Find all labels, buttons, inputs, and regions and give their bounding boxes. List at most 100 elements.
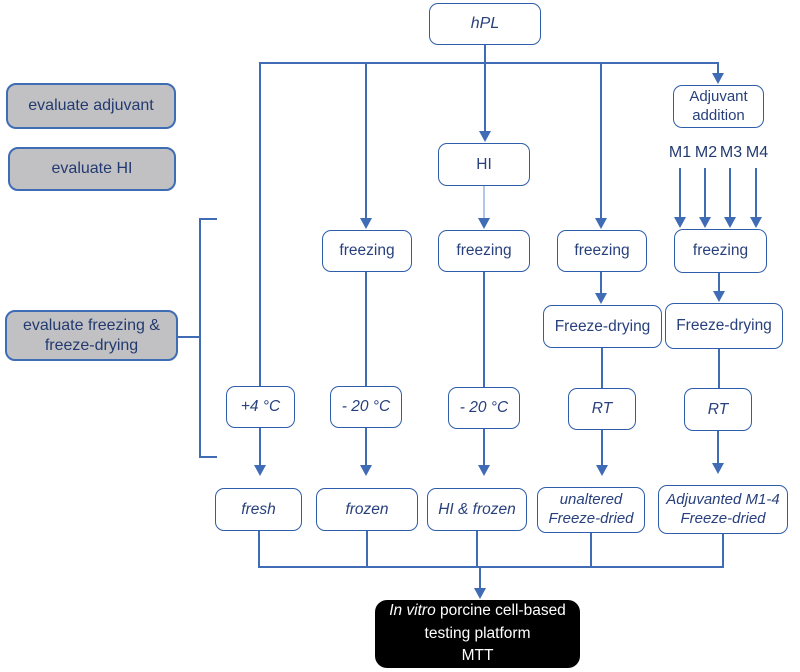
legend-evaluate-adjuvant-label: evaluate adjuvant xyxy=(28,97,154,114)
connector-col1 xyxy=(259,63,261,387)
connector-unaltered-down xyxy=(590,533,592,567)
node-freeze-drying-col5-label: Freeze-drying xyxy=(676,317,772,335)
node-freezing-col2-label: freezing xyxy=(339,242,395,260)
label-m4: M4 xyxy=(745,144,769,161)
connector-col5-to-adjuvant xyxy=(717,63,719,75)
node-temp-plus4: +4 °C xyxy=(226,386,295,428)
legend-evaluate-hi: evaluate HI xyxy=(8,147,176,191)
arrowhead-into-final xyxy=(474,588,486,599)
node-adjuvant-addition-line1: Adjuvant xyxy=(689,87,748,105)
connector-col2-to-freezing xyxy=(365,63,367,219)
bracket-bottom-tick xyxy=(199,456,217,458)
node-result-unaltered: unaltered Freeze-dried xyxy=(537,487,645,533)
legend-evaluate-adjuvant: evaluate adjuvant xyxy=(6,83,176,129)
legend-evaluate-hi-label: evaluate HI xyxy=(51,160,133,177)
connector-top-bus xyxy=(259,62,719,64)
connector-bottom-bus xyxy=(258,566,724,568)
arrowhead-into-fd4 xyxy=(595,293,607,304)
node-freeze-drying-col4: Freeze-drying xyxy=(543,305,662,348)
node-testing-platform: In vitro porcine cell-based testing plat… xyxy=(375,600,580,668)
node-hpl-label: hPL xyxy=(470,15,500,32)
connector-hi-to-freezing xyxy=(483,186,485,218)
node-result-fresh-label: fresh xyxy=(241,500,276,518)
bracket-top-tick xyxy=(199,218,217,220)
arrowhead-m1 xyxy=(674,217,686,228)
node-freezing-col2: freezing xyxy=(322,230,412,272)
connector-m4 xyxy=(755,168,757,218)
arrowhead-into-freezing-col3 xyxy=(478,218,490,229)
node-result-frozen: frozen xyxy=(316,488,418,531)
arrowhead-m4 xyxy=(750,217,762,228)
node-adjuvant-addition: Adjuvant addition xyxy=(673,85,764,128)
node-freezing-col3-label: freezing xyxy=(456,242,512,260)
bracket-vertical xyxy=(199,218,201,458)
connector-hpl-to-hi xyxy=(484,45,486,133)
connector-freezing5-to-fd xyxy=(718,273,720,293)
label-m3: M3 xyxy=(719,144,743,161)
node-result-unaltered-line2: Freeze-dried xyxy=(548,510,634,527)
connector-bus-to-final xyxy=(479,566,481,589)
connector-freezing3-to-temp xyxy=(483,272,485,387)
label-m2: M2 xyxy=(694,144,718,161)
connector-hifrozen-down xyxy=(476,531,478,567)
line1-rest: porcine cell-based xyxy=(435,602,566,620)
connector-temp1-to-fresh xyxy=(259,428,261,466)
arrowhead-into-adjuvanted xyxy=(712,463,724,474)
node-result-fresh: fresh xyxy=(215,488,302,531)
node-temp-minus20-col2-label: - 20 °C xyxy=(341,398,391,416)
arrowhead-into-freezing-col2 xyxy=(360,218,372,229)
connector-m2 xyxy=(704,168,706,218)
arrowhead-into-freezing-col4 xyxy=(595,218,607,229)
node-testing-platform-line2: testing platform xyxy=(424,624,531,642)
node-hpl: hPL xyxy=(429,3,541,45)
node-hi: HI xyxy=(438,143,530,186)
arrowhead-into-fresh xyxy=(254,465,266,476)
node-testing-platform-line3: MTT xyxy=(461,647,494,665)
node-freezing-col5: freezing xyxy=(674,229,767,273)
node-rt-col5: RT xyxy=(684,388,752,431)
connector-temp2-to-frozen xyxy=(365,428,367,466)
connector-freezing4-to-fd xyxy=(600,272,602,294)
connector-fresh-down xyxy=(258,531,260,567)
node-result-unaltered-line1: unaltered xyxy=(559,491,623,509)
bracket-middle-tick xyxy=(178,336,200,338)
node-result-hi-frozen-label: HI & frozen xyxy=(438,500,516,518)
node-freezing-col4: freezing xyxy=(557,230,647,272)
node-rt-col4-label: RT xyxy=(591,400,613,418)
in-vitro-italic: In vitro xyxy=(389,602,436,620)
arrowhead-into-frozen xyxy=(360,465,372,476)
node-result-adjuvanted-line2: Freeze-dried xyxy=(680,509,766,527)
connector-rt4-to-unaltered xyxy=(601,430,603,466)
node-result-frozen-label: frozen xyxy=(345,500,389,518)
arrowhead-into-unaltered xyxy=(596,465,608,476)
arrowhead-m2 xyxy=(699,217,711,228)
node-testing-platform-line1: In vitro porcine cell-based xyxy=(389,600,566,622)
node-temp-minus20-col2: - 20 °C xyxy=(330,386,402,428)
connector-m1 xyxy=(679,168,681,218)
legend-evaluate-freezing: evaluate freezing & freeze-drying xyxy=(5,310,178,361)
arrowhead-into-hifrozen xyxy=(478,465,490,476)
node-result-adjuvanted-line1: Adjuvanted M1-4 xyxy=(666,490,780,508)
node-temp-minus20-col3: - 20 °C xyxy=(448,387,520,429)
connector-fd5-to-rt xyxy=(718,349,720,388)
connector-adjuvanted-down xyxy=(722,534,724,567)
legend-evaluate-freezing-line2: freeze-drying xyxy=(44,336,139,354)
node-freezing-col4-label: freezing xyxy=(574,242,630,260)
legend-evaluate-freezing-line1: evaluate freezing & xyxy=(23,316,160,334)
node-result-hi-frozen: HI & frozen xyxy=(427,488,527,531)
connector-m3 xyxy=(729,168,731,218)
node-hi-label: HI xyxy=(476,155,492,173)
arrowhead-into-hi xyxy=(479,131,491,142)
arrowhead-into-adjuvant xyxy=(712,73,724,84)
node-result-adjuvanted: Adjuvanted M1-4 Freeze-dried xyxy=(658,485,788,534)
arrowhead-into-fd5 xyxy=(713,291,725,302)
connector-fd4-to-rt xyxy=(601,348,603,388)
node-freezing-col3: freezing xyxy=(438,230,530,272)
connector-temp3-to-hifrozen xyxy=(483,429,485,466)
node-temp-plus4-label: +4 °C xyxy=(240,398,281,416)
connector-rt5-to-adjuvanted xyxy=(717,431,719,464)
arrowhead-m3 xyxy=(724,217,736,228)
node-temp-minus20-col3-label: - 20 °C xyxy=(459,399,509,417)
label-m1: M1 xyxy=(668,144,692,161)
